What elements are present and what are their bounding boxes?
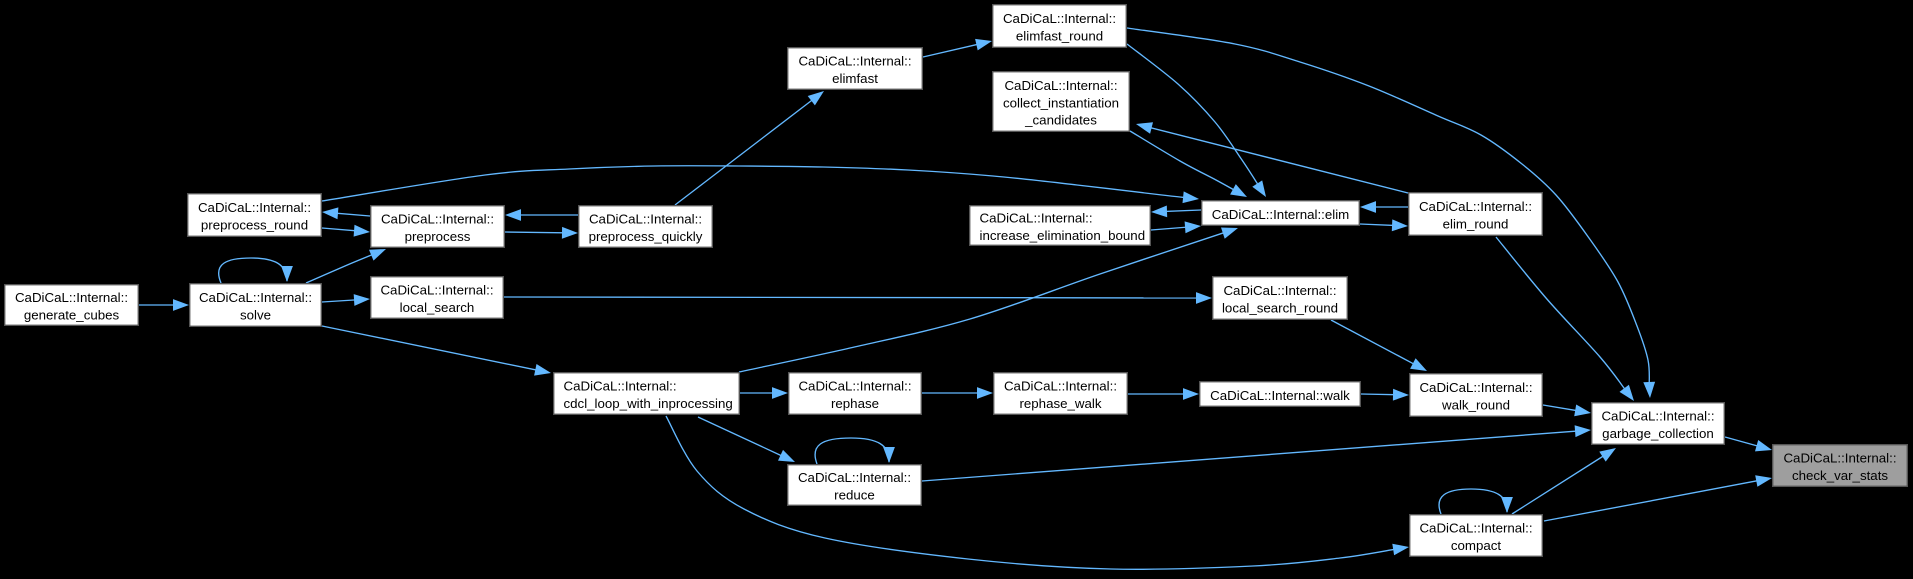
svg-text:generate_cubes: generate_cubes [24, 308, 120, 323]
svg-text:elimfast: elimfast [832, 71, 878, 86]
svg-text:elim_round: elim_round [1443, 217, 1509, 232]
svg-text:CaDiCaL::Internal::: CaDiCaL::Internal:: [1419, 380, 1532, 395]
svg-text:walk_round: walk_round [1441, 398, 1510, 413]
svg-text:CaDiCaL::Internal::: CaDiCaL::Internal:: [381, 212, 494, 227]
svg-text:check_var_stats: check_var_stats [1792, 468, 1888, 483]
svg-text:CaDiCaL::Internal::: CaDiCaL::Internal:: [980, 211, 1093, 226]
svg-text:CaDiCaL::Internal::: CaDiCaL::Internal:: [798, 54, 911, 69]
svg-text:collect_instantiation: collect_instantiation [1003, 95, 1119, 110]
svg-text:CaDiCaL::Internal::: CaDiCaL::Internal:: [1601, 409, 1714, 424]
svg-text:increase_elimination_bound: increase_elimination_bound [980, 228, 1146, 243]
svg-text:preprocess: preprocess [405, 229, 471, 244]
svg-text:solve: solve [240, 308, 271, 323]
svg-text:preprocess_quickly: preprocess_quickly [589, 229, 703, 244]
svg-text:CaDiCaL::Internal::: CaDiCaL::Internal:: [380, 283, 493, 298]
svg-text:CaDiCaL::Internal::walk: CaDiCaL::Internal::walk [1210, 388, 1350, 403]
svg-text:reduce: reduce [834, 488, 875, 503]
svg-text:CaDiCaL::Internal::: CaDiCaL::Internal:: [1223, 283, 1336, 298]
svg-text:CaDiCaL::Internal::: CaDiCaL::Internal:: [1004, 379, 1117, 394]
svg-text:CaDiCaL::Internal::: CaDiCaL::Internal:: [798, 379, 911, 394]
svg-text:rephase: rephase [831, 396, 879, 411]
svg-text:local_search_round: local_search_round [1222, 301, 1338, 316]
svg-text:cdcl_loop_with_inprocessing: cdcl_loop_with_inprocessing [564, 396, 733, 411]
svg-text:CaDiCaL::Internal::: CaDiCaL::Internal:: [1783, 451, 1896, 466]
svg-text:garbage_collection: garbage_collection [1602, 426, 1714, 441]
svg-text:CaDiCaL::Internal::: CaDiCaL::Internal:: [1004, 78, 1117, 93]
svg-text:CaDiCaL::Internal::: CaDiCaL::Internal:: [1003, 11, 1116, 26]
svg-text:CaDiCaL::Internal::: CaDiCaL::Internal:: [198, 200, 311, 215]
svg-text:rephase_walk: rephase_walk [1019, 396, 1101, 411]
svg-text:CaDiCaL::Internal::: CaDiCaL::Internal:: [1419, 199, 1532, 214]
svg-text:_candidates: _candidates [1024, 113, 1097, 128]
svg-text:compact: compact [1451, 538, 1502, 553]
svg-text:elimfast_round: elimfast_round [1016, 29, 1103, 44]
svg-text:CaDiCaL::Internal::: CaDiCaL::Internal:: [199, 290, 312, 305]
svg-text:CaDiCaL::Internal::elim: CaDiCaL::Internal::elim [1212, 207, 1349, 222]
svg-text:CaDiCaL::Internal::: CaDiCaL::Internal:: [564, 379, 677, 394]
svg-text:preprocess_round: preprocess_round [201, 218, 308, 233]
svg-text:CaDiCaL::Internal::: CaDiCaL::Internal:: [798, 470, 911, 485]
svg-text:local_search: local_search [400, 300, 475, 315]
svg-text:CaDiCaL::Internal::: CaDiCaL::Internal:: [589, 212, 702, 227]
svg-text:CaDiCaL::Internal::: CaDiCaL::Internal:: [15, 290, 128, 305]
svg-text:CaDiCaL::Internal::: CaDiCaL::Internal:: [1419, 521, 1532, 536]
